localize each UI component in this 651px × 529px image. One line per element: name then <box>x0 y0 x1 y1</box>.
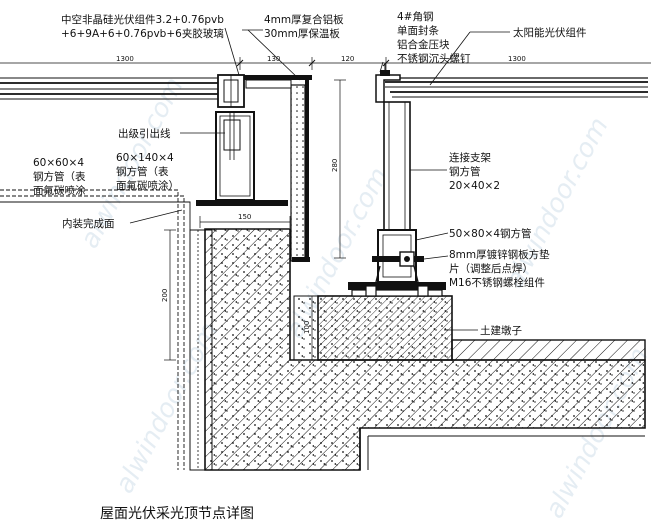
label-pv-module-line2: +6+9A+6+0.76pvb+6夹胶玻璃 <box>61 27 224 40</box>
label-tube-60-line1: 60×60×4 <box>33 157 84 169</box>
label-tube-60x140-line1: 60×140×4 <box>116 152 174 164</box>
concrete-structure <box>189 228 646 471</box>
label-civil-pier: 土建墩子 <box>480 324 522 337</box>
label-bracket-line1: 连接支架 <box>449 151 491 164</box>
label-bracket-line2: 钢方管 <box>449 165 481 178</box>
base-steel-plate <box>196 200 288 206</box>
interior-finish-lines <box>0 189 191 470</box>
pv-module-right <box>375 63 648 103</box>
dim-200: 200 <box>161 289 169 302</box>
label-shim-line3: M16不锈钢螺栓组件 <box>449 276 545 289</box>
label-composite-panel: 4mm厚复合铝板 <box>264 13 344 26</box>
label-interior-finish: 内装完成面 <box>62 217 115 230</box>
sealant-strip <box>292 257 310 262</box>
dim-150: 150 <box>238 213 251 221</box>
label-single-seal: 单面封条 <box>397 24 439 37</box>
label-clamp-block: 铝合金压块 <box>397 38 450 51</box>
dim-1300-left: 1300 <box>116 55 134 63</box>
dim-130: 130 <box>267 55 280 63</box>
pv-module-left <box>0 74 245 108</box>
label-shim-line1: 8mm厚镀锌钢板方垫 <box>449 248 550 261</box>
label-solar-module: 太阳能光伏组件 <box>513 26 587 39</box>
dim-1300-right: 1300 <box>508 55 526 63</box>
dim-100: 100 <box>303 321 311 334</box>
label-bracket-line3: 20×40×2 <box>449 180 500 192</box>
steel-tube-60x140 <box>215 111 255 201</box>
annotation-labels: 中空非晶硅光伏组件3.2+0.76pvb +6+9A+6+0.76pvb+6夹胶… <box>33 10 587 337</box>
label-pv-module-line1: 中空非晶硅光伏组件3.2+0.76pvb <box>61 13 224 26</box>
dimension-lines: 1300 130 120 1300 280 150 200 100 <box>0 55 651 361</box>
dim-280: 280 <box>331 159 339 172</box>
label-tube-60-line2: 钢方管（表 <box>33 170 86 183</box>
label-outlet-wire: 出级引出线 <box>118 127 171 140</box>
label-insulation: 30mm厚保温板 <box>264 27 340 40</box>
label-countersunk-screw: 不锈钢沉头螺钉 <box>397 52 471 65</box>
leader-lines <box>129 27 510 331</box>
label-tube-50x80: 50×80×4钢方管 <box>449 227 532 240</box>
parapet-cladding <box>240 75 312 262</box>
dim-120: 120 <box>341 55 354 63</box>
label-tube-60x140-line2: 钢方管（表 <box>116 165 169 178</box>
label-tube-60-line3: 面氟碳喷涂 <box>33 184 86 197</box>
label-shim-line2: 片（调整后点焊） <box>449 262 533 275</box>
label-angle-steel: 4#角钢 <box>397 10 433 23</box>
label-tube-60x140-line3: 面氟碳喷涂） <box>116 179 179 192</box>
drawing-caption: 屋面光伏采光顶节点详图 <box>100 506 254 522</box>
connecting-bracket <box>348 101 446 297</box>
